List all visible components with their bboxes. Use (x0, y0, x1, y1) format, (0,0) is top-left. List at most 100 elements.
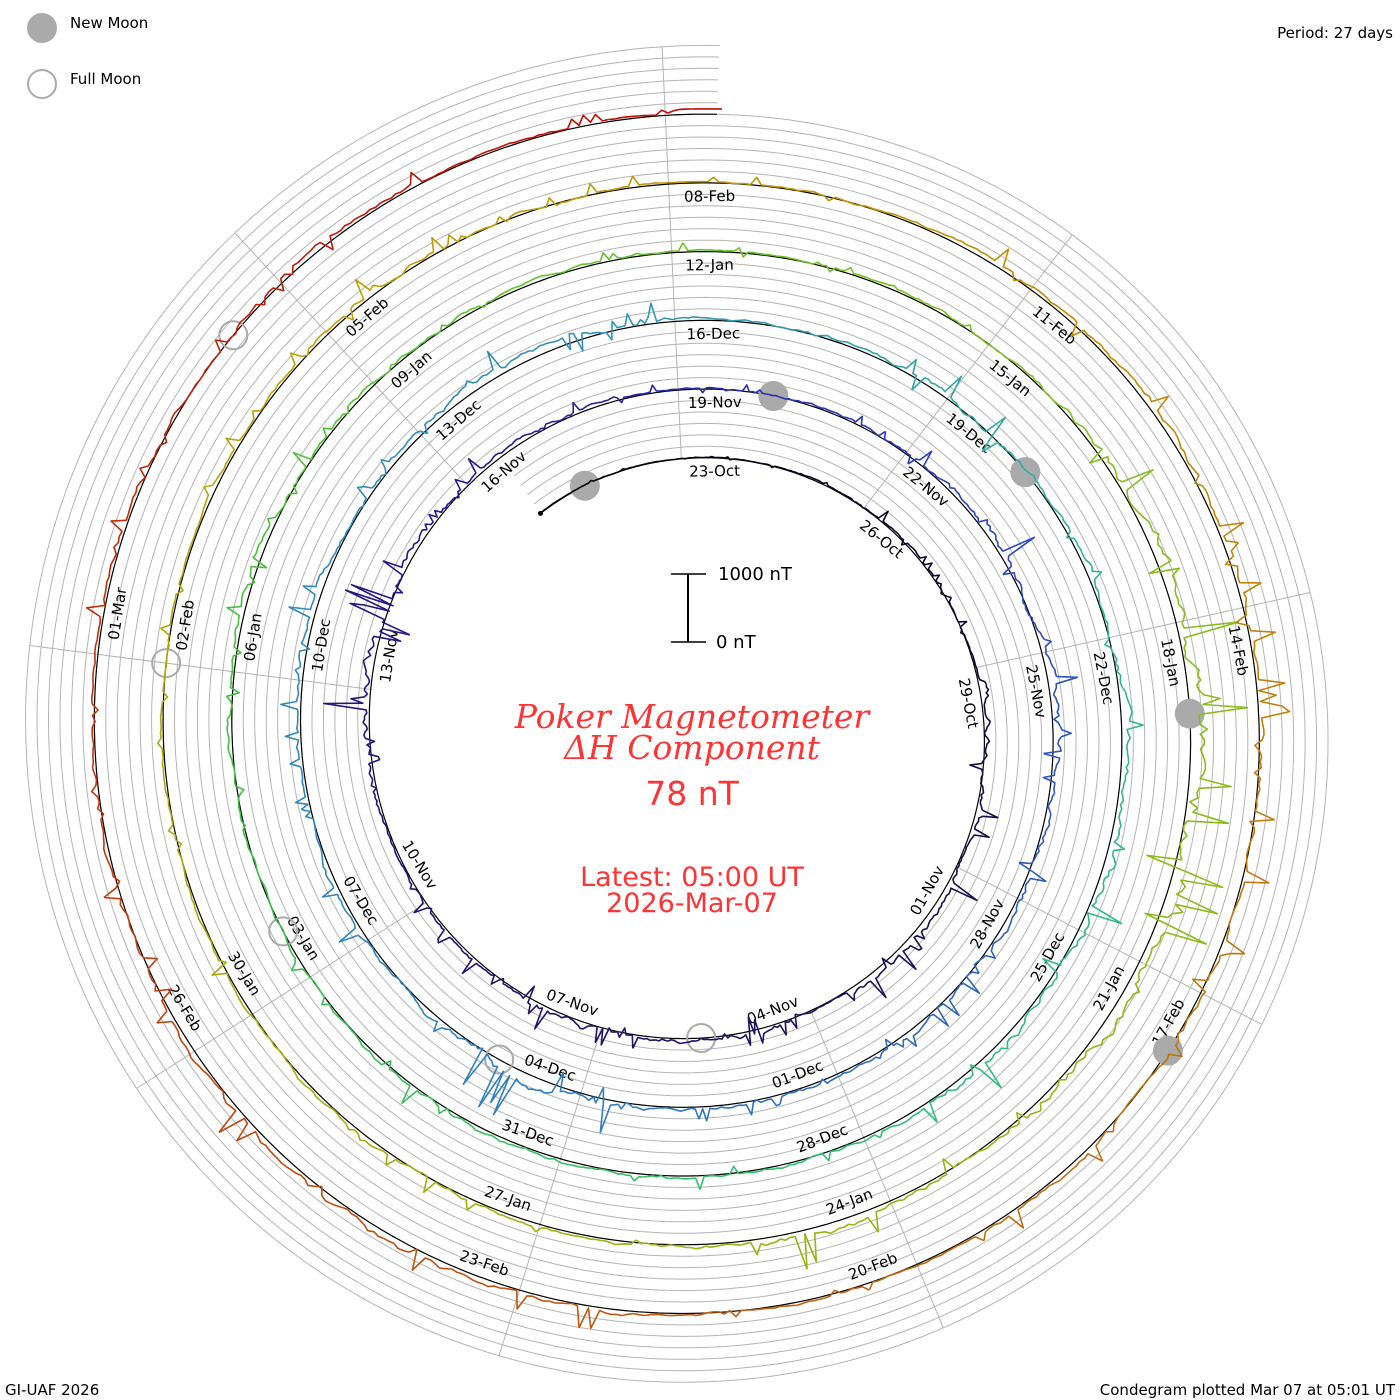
trace-segment (673, 108, 723, 112)
trace-segment (621, 1312, 685, 1317)
trace-segment (1016, 861, 1047, 905)
grid-ring (48, 67, 1306, 1360)
trace-segment (91, 703, 99, 769)
trace-segment (362, 657, 371, 695)
trace-segment (1218, 902, 1246, 962)
trace-segment (1042, 940, 1079, 982)
trace-segment (1140, 514, 1172, 562)
trace-segment (855, 971, 887, 999)
trace-segment (162, 768, 174, 825)
trace-segment (526, 1223, 582, 1238)
trace-segment (254, 863, 274, 911)
trace-segment (382, 558, 408, 594)
trace-segment (712, 317, 757, 323)
trace-segment (814, 404, 850, 420)
trace-segment (474, 285, 521, 309)
date-label: 01-Nov (906, 863, 948, 919)
trace-segment (729, 458, 760, 464)
trace-segment (608, 109, 675, 121)
trace-segment (825, 991, 857, 1005)
trace-segment (658, 1106, 700, 1120)
trace-segment (581, 320, 626, 341)
grid-ring (70, 90, 1283, 1337)
trace-segment (1140, 388, 1179, 438)
trace-segment (1050, 503, 1078, 543)
trace-segment (1095, 854, 1117, 899)
trace-segment (871, 278, 920, 301)
date-label: 10-Nov (398, 837, 441, 892)
trace-segment (481, 133, 545, 155)
trace-segment (669, 387, 707, 394)
trace-segment (543, 113, 609, 135)
trace-segment (507, 1143, 554, 1160)
trace-segment (1119, 1067, 1160, 1116)
trace-segment (539, 332, 584, 352)
new-moon-marker (1174, 698, 1205, 729)
trace-segment (742, 1164, 790, 1174)
trace-segment (600, 1168, 649, 1182)
trace-segment (971, 655, 987, 685)
trace-segment (231, 620, 242, 670)
trace-segment (944, 868, 978, 902)
trace-segment (568, 252, 619, 271)
trace-segment (310, 213, 366, 251)
trace-segment (377, 957, 408, 990)
trace-segment (378, 1148, 428, 1178)
trace-segment (294, 639, 311, 683)
trace-segment (264, 249, 312, 298)
trace-segment (351, 484, 376, 523)
trace-segment (924, 375, 963, 408)
trace-segment (350, 276, 400, 310)
date-label: 12-Jan (685, 256, 734, 275)
date-label: 02-Feb (172, 599, 198, 652)
trace-segment (321, 887, 356, 925)
trace-segment (635, 1239, 691, 1249)
trace-segment (668, 316, 713, 321)
trace-segment (615, 463, 644, 474)
trace-segment (994, 1017, 1026, 1055)
trace-segment (156, 1010, 200, 1067)
date-label: 29-Oct (955, 677, 982, 730)
trace-segment (413, 891, 437, 922)
trace-segment (958, 406, 1007, 439)
date-label: 03-Jan (283, 913, 323, 964)
trace-segment (632, 1036, 669, 1049)
radial-spoke (29, 645, 371, 690)
trace-segment (815, 478, 843, 495)
trace-segment (1044, 792, 1056, 832)
trace-segment (701, 455, 731, 461)
trace-segment (1114, 979, 1141, 1030)
grid-ring (36, 56, 1318, 1372)
trace-segment (883, 431, 912, 465)
date-label: 28-Nov (966, 896, 1008, 952)
trace-segment (536, 1071, 580, 1096)
trace-segment (399, 861, 419, 893)
trace-segment (1126, 716, 1144, 764)
trace-segment (322, 399, 355, 441)
trace-segment (959, 1053, 1003, 1089)
trace-segment (1030, 1160, 1081, 1201)
date-label: 16-Dec (686, 324, 740, 343)
trace-segment (226, 571, 256, 621)
trace-segment (174, 544, 192, 600)
trace-segment (852, 1048, 888, 1071)
trace-segment (1052, 675, 1079, 716)
trace-segment (756, 320, 801, 332)
trace-segment (956, 238, 1010, 270)
trace-segment (999, 903, 1019, 940)
trace-segment (108, 514, 129, 577)
trace-segment (927, 898, 946, 927)
delta-h-trace (85, 108, 1291, 1330)
trace-segment (1204, 489, 1245, 544)
trace-segment (969, 809, 999, 841)
date-label: 08-Feb (684, 187, 735, 206)
date-label: 20-Feb (846, 1249, 900, 1284)
trace-segment (964, 324, 1006, 358)
trace-segment (447, 216, 500, 246)
trace-segment (1104, 627, 1120, 672)
trace-segment (422, 153, 482, 183)
trace-segment (618, 250, 670, 259)
full-moon-marker (151, 648, 182, 679)
date-label: 25-Dec (1027, 929, 1069, 985)
